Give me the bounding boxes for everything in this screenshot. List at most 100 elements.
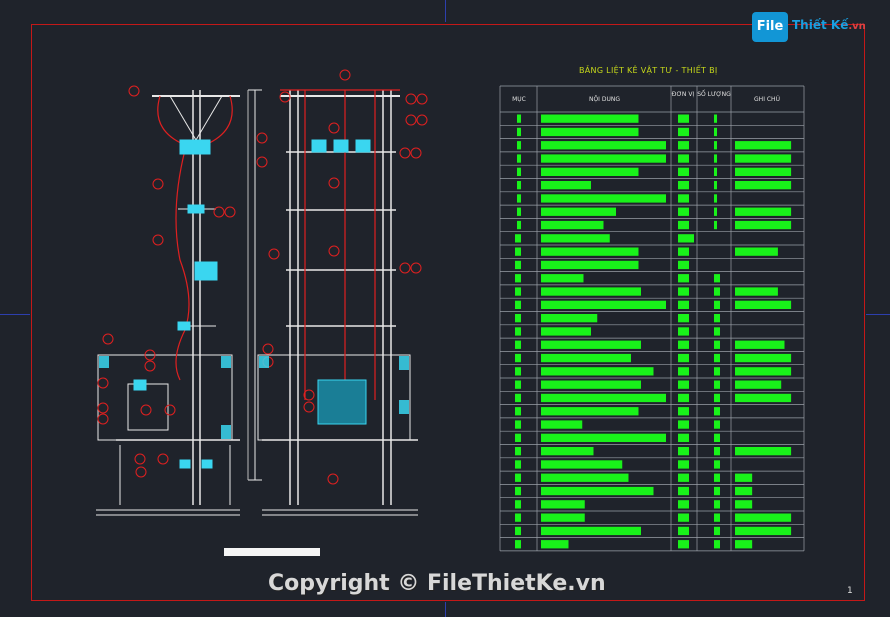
cell-item [517, 194, 521, 203]
cell-note [735, 300, 792, 309]
cell-content [541, 154, 666, 163]
cell-unit [678, 447, 689, 456]
cell-item [517, 167, 521, 176]
axis-line-left [0, 314, 30, 315]
cell-item [515, 260, 521, 270]
cell-item [515, 300, 521, 309]
cell-content [541, 367, 654, 376]
cell-content [541, 114, 639, 123]
cell-content [541, 513, 585, 522]
cell-note [735, 340, 785, 349]
cell-item [517, 127, 521, 137]
cell-item [515, 473, 521, 482]
cell-note [735, 167, 792, 176]
cell-unit [678, 473, 689, 482]
cell-note [735, 353, 792, 363]
cell-content [541, 141, 666, 150]
logo-name: Thiết Kế [792, 18, 849, 32]
cell-qty [714, 393, 720, 403]
cell-unit [678, 220, 689, 230]
cell-qty [714, 340, 720, 349]
drawing-frame [31, 24, 865, 601]
cell-content [541, 420, 583, 429]
cell-unit [678, 207, 689, 216]
cell-content [541, 380, 641, 389]
cell-note [735, 393, 792, 403]
cell-qty [714, 447, 720, 456]
cell-content [541, 220, 604, 230]
cell-note [735, 287, 778, 296]
cell-item [517, 141, 521, 150]
cell-qty [714, 300, 720, 309]
header-item: MỤC [512, 96, 526, 103]
cell-content [541, 540, 569, 549]
cell-item [515, 460, 521, 469]
cell-content [541, 526, 641, 536]
cell-qty [714, 420, 720, 429]
cell-unit [678, 260, 689, 270]
cell-unit [678, 314, 689, 323]
cell-item [515, 314, 521, 323]
header-note: GHI CHÚ [754, 96, 780, 103]
cell-item [515, 274, 521, 283]
cell-content [541, 473, 629, 482]
cell-qty [714, 433, 720, 442]
cell-qty [714, 500, 720, 509]
cell-unit [678, 287, 689, 296]
cell-qty [714, 127, 717, 137]
cell-content [541, 167, 639, 176]
cell-unit [678, 154, 689, 163]
cell-note [735, 500, 753, 509]
cell-content [541, 247, 639, 256]
cell-unit [678, 526, 689, 536]
axis-line-top [445, 0, 446, 22]
cell-unit [678, 393, 689, 403]
cell-item [515, 247, 521, 256]
cell-content [541, 433, 666, 442]
cell-item [515, 500, 521, 509]
cell-qty [714, 287, 720, 296]
cell-note [735, 447, 792, 456]
cell-unit [678, 460, 689, 469]
cell-qty [714, 367, 720, 376]
cell-content [541, 407, 639, 416]
cell-unit [678, 513, 689, 522]
cell-item [515, 393, 521, 403]
cell-item [515, 407, 521, 416]
cell-content [541, 274, 584, 283]
logo-text: Thiết Kế.vn [792, 18, 866, 32]
cell-qty [714, 526, 720, 536]
axis-line-bottom [445, 602, 446, 617]
cell-content [541, 260, 639, 270]
cell-item [515, 367, 521, 376]
cell-unit [678, 353, 689, 363]
cell-qty [714, 114, 717, 123]
cell-content [541, 127, 639, 137]
cell-note [735, 247, 778, 256]
cell-qty [714, 314, 720, 323]
cell-unit [678, 127, 689, 137]
cell-content [541, 314, 598, 323]
cell-unit [678, 167, 689, 176]
filethietke-logo[interactable]: File Thiết Kế.vn [752, 8, 866, 44]
cell-content [541, 447, 594, 456]
cell-unit [678, 247, 689, 256]
cell-unit [678, 274, 689, 283]
cell-item [515, 234, 521, 243]
cell-unit [678, 327, 689, 336]
cell-item [515, 340, 521, 349]
cell-qty [714, 194, 717, 203]
cell-qty [714, 327, 720, 336]
cell-item [515, 287, 521, 296]
materials-table-title: BẢNG LIỆT KÊ VẬT TƯ - THIẾT BỊ [579, 66, 718, 75]
page-number: 1 [847, 586, 853, 596]
cell-note [735, 526, 792, 536]
cell-item [517, 207, 521, 216]
cell-content [541, 460, 623, 469]
cell-content [541, 207, 616, 216]
cell-content [541, 194, 666, 203]
header-qty: SỐ LƯỢNG [697, 91, 731, 98]
cell-note [735, 141, 792, 150]
cell-unit [678, 194, 689, 203]
